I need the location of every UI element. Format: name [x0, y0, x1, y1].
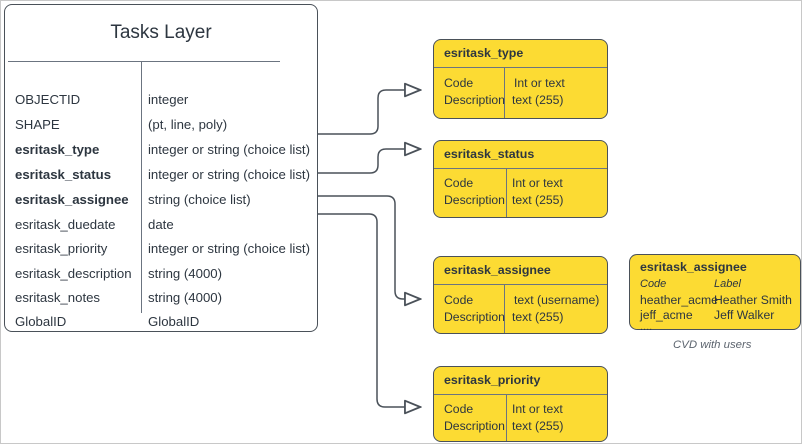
table-row[interactable]: esritask_duedate date [5, 213, 317, 237]
field-type: GlobalID [148, 314, 200, 329]
domain-column-divider [504, 284, 505, 333]
field-type: integer or string (choice list) [148, 241, 310, 256]
domain-code-type: Int or text [512, 402, 563, 416]
domain-code-label: Code [444, 76, 474, 90]
domain-description-type: text (255) [512, 93, 564, 107]
domain-title-divider [434, 394, 607, 395]
cvd-row-code: jeff_acme [640, 308, 693, 322]
field-name: esritask_duedate [15, 217, 116, 232]
domain-title: esritask_assignee [444, 263, 551, 277]
link-priority [317, 213, 422, 415]
domain-box-esritask-type[interactable]: esritask_type Code Description Int or te… [433, 39, 608, 119]
cvd-row-code: heather_acme [640, 293, 718, 307]
cvd-ellipsis: .... [640, 321, 653, 333]
domain-code-type: Int or text [512, 176, 563, 190]
domain-column-divider [506, 168, 507, 217]
domain-title-divider [434, 284, 607, 285]
field-name: esritask_priority [15, 241, 108, 256]
tasks-layer-entity[interactable]: Tasks Layer OBJECTID integer SHAPE (pt, … [4, 4, 318, 332]
domain-title: esritask_status [444, 147, 535, 161]
domain-column-divider [504, 67, 505, 118]
link-status [317, 141, 422, 174]
table-row[interactable]: esritask_description string (4000) [5, 262, 317, 286]
link-type [317, 82, 422, 135]
field-type: string (4000) [148, 290, 223, 305]
cvd-row-label: Jeff Walker [714, 308, 775, 322]
domain-box-esritask-priority[interactable]: esritask_priority Code Description Int o… [433, 366, 608, 442]
field-name: OBJECTID [15, 92, 81, 107]
cvd-caption: CVD with users [673, 339, 752, 351]
field-type: integer or string (choice list) [148, 142, 310, 157]
field-type: date [148, 217, 174, 232]
domain-description-label: Description [444, 310, 505, 324]
table-row[interactable]: esritask_priority integer or string (cho… [5, 237, 317, 261]
domain-description-label: Description [444, 419, 505, 433]
field-type: integer or string (choice list) [148, 167, 310, 182]
domain-description-label: Description [444, 193, 505, 207]
cvd-row-label: Heather Smith [714, 293, 792, 307]
field-name: GlobalID [15, 314, 67, 329]
field-name: esritask_type [15, 142, 100, 157]
domain-box-esritask-status[interactable]: esritask_status Code Description Int or … [433, 140, 608, 218]
column-divider [141, 62, 142, 313]
field-type: string (choice list) [148, 192, 251, 207]
table-row[interactable]: OBJECTID integer [5, 88, 317, 112]
domain-title-divider [434, 168, 607, 169]
table-row[interactable]: esritask_notes string (4000) [5, 286, 317, 310]
table-row[interactable]: GlobalID GlobalID [5, 310, 317, 334]
domain-description-type: text (255) [512, 310, 564, 324]
link-assignee [317, 195, 422, 307]
field-type: (pt, line, poly) [148, 117, 228, 132]
cvd-title: esritask_assignee [640, 260, 747, 274]
table-row[interactable]: SHAPE (pt, line, poly) [5, 113, 317, 137]
domain-title: esritask_priority [444, 373, 541, 387]
field-type: string (4000) [148, 266, 223, 281]
cvd-header-label: Label [714, 278, 741, 290]
title-divider [8, 61, 280, 62]
page-title: Tasks Layer [110, 22, 212, 43]
domain-code-label: Code [444, 176, 474, 190]
domain-column-divider [506, 394, 507, 441]
table-row[interactable]: esritask_assignee string (choice list) [5, 188, 317, 212]
table-row[interactable]: esritask_type integer or string (choice … [5, 138, 317, 162]
domain-code-label: Code [444, 293, 474, 307]
table-row[interactable]: esritask_status integer or string (choic… [5, 163, 317, 187]
domain-code-label: Code [444, 402, 474, 416]
domain-title-divider [434, 67, 607, 68]
domain-code-type: text (username) [514, 293, 600, 307]
domain-title: esritask_type [444, 46, 524, 60]
domain-description-type: text (255) [512, 193, 564, 207]
field-name: esritask_status [15, 167, 112, 182]
field-name: esritask_description [15, 266, 132, 281]
domain-code-type: Int or text [514, 76, 565, 90]
field-name: SHAPE [15, 117, 60, 132]
cvd-users-box[interactable]: esritask_assignee Code Label heather_acm… [629, 254, 801, 333]
cvd-header-code: Code [640, 278, 667, 290]
domain-description-label: Description [444, 93, 505, 107]
field-name: esritask_notes [15, 290, 101, 305]
field-name: esritask_assignee [15, 192, 129, 207]
field-type: integer [148, 92, 189, 107]
domain-box-esritask-assignee[interactable]: esritask_assignee Code Description text … [433, 256, 608, 334]
domain-description-type: text (255) [512, 419, 564, 433]
